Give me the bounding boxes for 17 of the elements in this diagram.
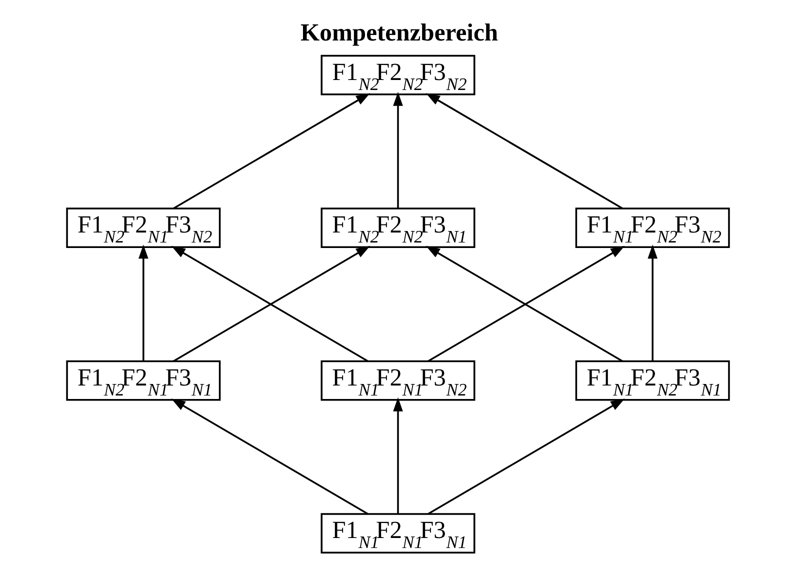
arrow xyxy=(427,398,624,515)
node-box: F1$_{N2}$F2$_{N1}$F3$_{N1}$ xyxy=(66,360,220,401)
arrow xyxy=(138,244,148,362)
arrow xyxy=(392,92,402,208)
node-box: F1$_{N2}$F2$_{N2}$F3$_{N1}$ xyxy=(320,208,475,248)
node-box: F1$_{N1}$F2$_{N1}$F3$_{N2}$ xyxy=(320,360,475,401)
arrow xyxy=(647,244,658,362)
arrow xyxy=(425,93,622,210)
node-box: F1$_{N1}$F2$_{N2}$F3$_{N1}$ xyxy=(574,360,730,401)
arrow xyxy=(172,93,370,210)
node-box: F1$_{N1}$F2$_{N2}$F3$_{N2}$ xyxy=(574,208,730,248)
node-box: F1$_{N1}$F2$_{N1}$F3$_{N1}$ xyxy=(320,513,475,554)
diagram-title: Kompetenzbereich xyxy=(300,19,498,46)
arrow xyxy=(392,397,402,514)
arrow xyxy=(170,398,368,515)
node-box: F1$_{N2}$F2$_{N2}$F3$_{N2}$ xyxy=(320,54,475,96)
node-box: F1$_{N2}$F2$_{N1}$F3$_{N2}$ xyxy=(66,208,220,248)
